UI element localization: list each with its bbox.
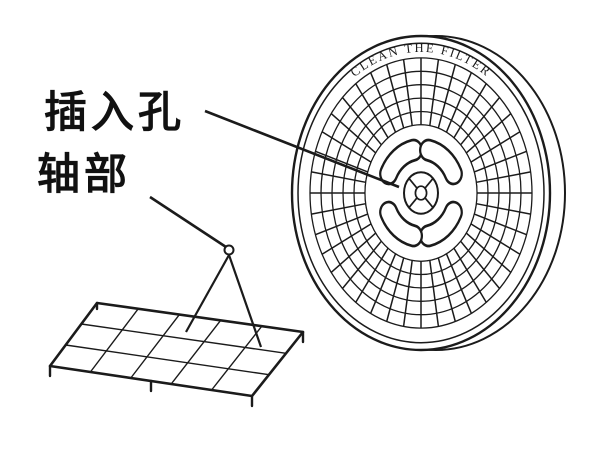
label-shaft: 轴部 — [37, 151, 131, 199]
filter-disc: CLEAN THE FILTER — [290, 34, 566, 352]
stand-loop-icon — [223, 244, 235, 256]
leader-line-shaft — [149, 195, 227, 249]
label-insertion-hole: 插入孔 — [44, 89, 185, 137]
drying-rack — [48, 244, 305, 408]
rack-grid — [65, 308, 287, 391]
rack-stand — [185, 244, 263, 348]
rack-frame — [48, 301, 305, 398]
rack-legs — [48, 301, 305, 408]
leader-line-insertion-hole — [204, 109, 400, 189]
filter-hub — [403, 171, 439, 215]
filter-slots — [379, 138, 463, 248]
